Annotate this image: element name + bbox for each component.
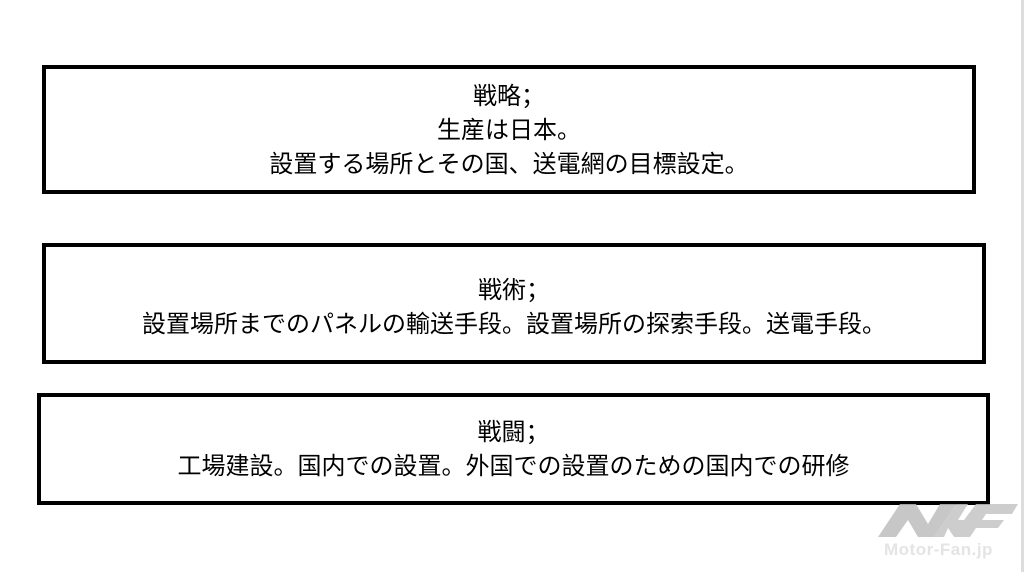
combat-box: 戦闘； 工場建設。国内での設置。外国での設置のための国内での研修 <box>37 393 990 505</box>
motor-fan-logo-icon <box>878 504 1018 537</box>
tactics-line-1: 設置場所までのパネルの輸送手段。設置場所の探索手段。送電手段。 <box>142 309 886 338</box>
strategy-line-2: 設置する場所とその国、送電網の目標設定。 <box>269 149 749 178</box>
strategy-line-1: 生産は日本。 <box>437 115 581 144</box>
logo-text: Motor-Fan.jp <box>884 540 993 559</box>
tactics-box: 戦術； 設置場所までのパネルの輸送手段。設置場所の探索手段。送電手段。 <box>42 243 986 364</box>
tactics-title: 戦術； <box>478 275 550 304</box>
strategy-box: 戦略； 生産は日本。 設置する場所とその国、送電網の目標設定。 <box>42 65 976 194</box>
combat-line-1: 工場建設。国内での設置。外国での設置のための国内での研修 <box>177 452 850 480</box>
combat-title: 戦闘； <box>477 418 550 446</box>
strategy-title: 戦略； <box>473 81 545 110</box>
right-edge-divider <box>1021 0 1024 572</box>
